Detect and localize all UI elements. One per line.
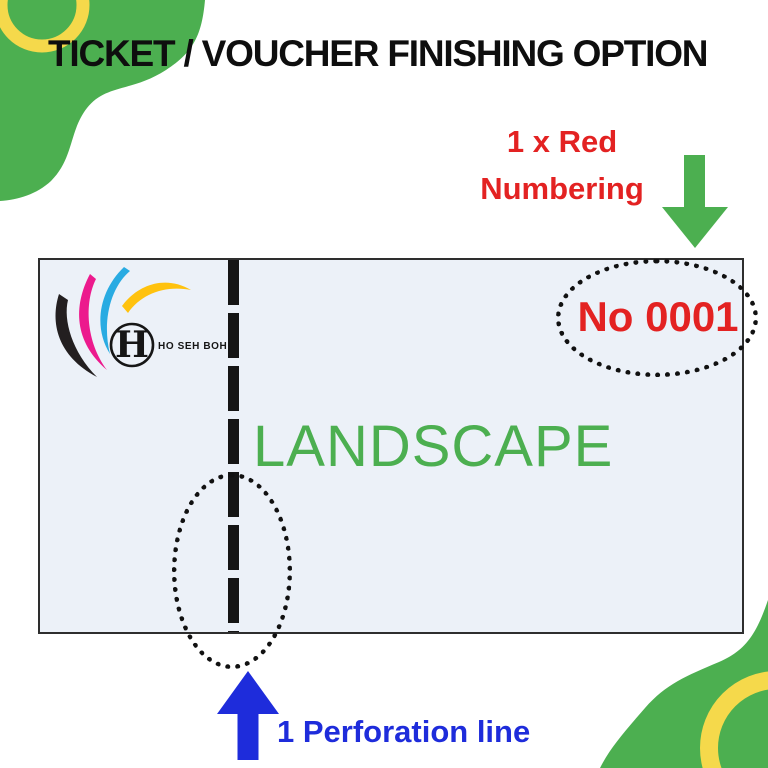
green-arrow-down-icon — [662, 155, 728, 248]
logo-brand-name: HO SEH BOH — [158, 341, 227, 352]
orientation-label: LANDSCAPE — [253, 414, 614, 479]
logo-swoosh-magenta — [79, 274, 107, 370]
perforation-annotation: 1 Perforation line — [277, 714, 531, 749]
corner-decoration-bottom-right — [600, 600, 768, 768]
page-title: TICKET / VOUCHER FINISHING OPTION — [48, 33, 709, 74]
logo-monogram-circle — [109, 322, 155, 368]
numbering-annotation-line2: Numbering — [480, 170, 644, 206]
blue-arrow-up-icon — [217, 671, 279, 760]
perforation-dashed-line — [228, 260, 239, 632]
yellow-ring-icon — [700, 671, 768, 768]
logo-swoosh-cyan — [100, 267, 130, 354]
perforation-highlight-oval — [172, 473, 292, 669]
logo-swoosh-yellow — [122, 282, 191, 313]
logo-monogram: H — [115, 324, 149, 366]
green-blob-shape — [600, 600, 768, 768]
yellow-ring-icon — [0, 0, 90, 53]
green-blob-shape — [0, 0, 205, 201]
print-shop-logo: H HO SEH BOH — [55, 267, 227, 377]
corner-decoration-top-left — [0, 0, 205, 201]
numbering-annotation: 1 x Red Numbering — [450, 119, 674, 212]
numbering-annotation-line1: 1 x Red — [506, 124, 618, 159]
number-highlight-oval — [556, 259, 758, 377]
logo-swoosh-black — [55, 294, 97, 377]
